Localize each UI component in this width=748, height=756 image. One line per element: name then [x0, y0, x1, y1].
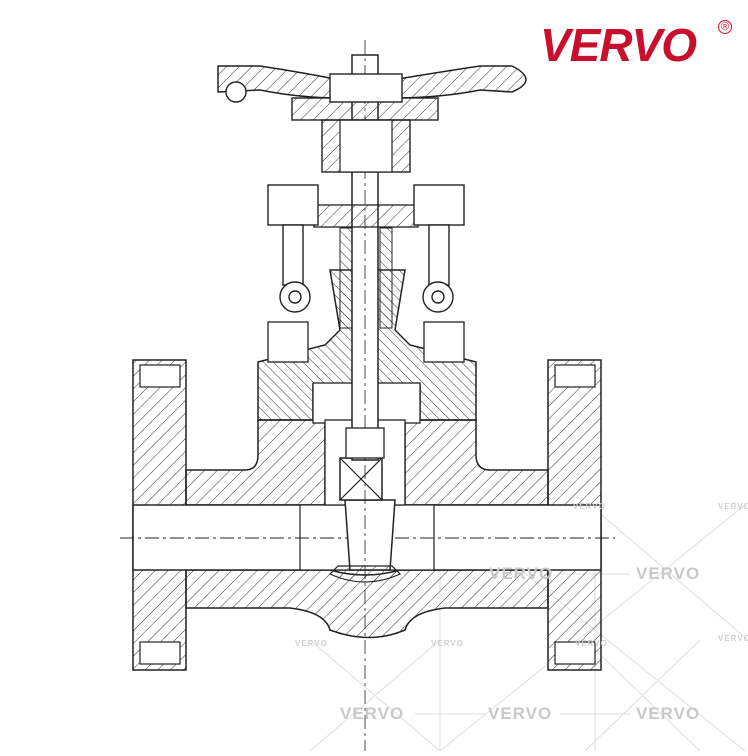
registered-mark: ® [718, 20, 732, 34]
watermark-text-small: VERVO [573, 502, 606, 511]
watermark-text: VERVO [488, 704, 553, 723]
watermark-text: VERVO [636, 704, 701, 723]
watermark-text: VERVO [636, 564, 701, 583]
watermark-text-small: VERVO [295, 639, 328, 648]
handwheel [217, 65, 527, 103]
watermark-text-small: VERVO [431, 639, 464, 648]
packing-gland [313, 204, 419, 329]
watermark-text-small: VERVO [575, 639, 608, 648]
vervo-logo: VERVO [540, 19, 697, 71]
watermark-text-small: VERVO [718, 634, 748, 643]
watermark-text: VERVO [340, 704, 405, 723]
yoke-nut [291, 97, 439, 173]
eye-bolts [267, 184, 465, 313]
watermark-text-small: VERVO [718, 502, 748, 511]
watermark-text: VERVO [489, 564, 554, 583]
